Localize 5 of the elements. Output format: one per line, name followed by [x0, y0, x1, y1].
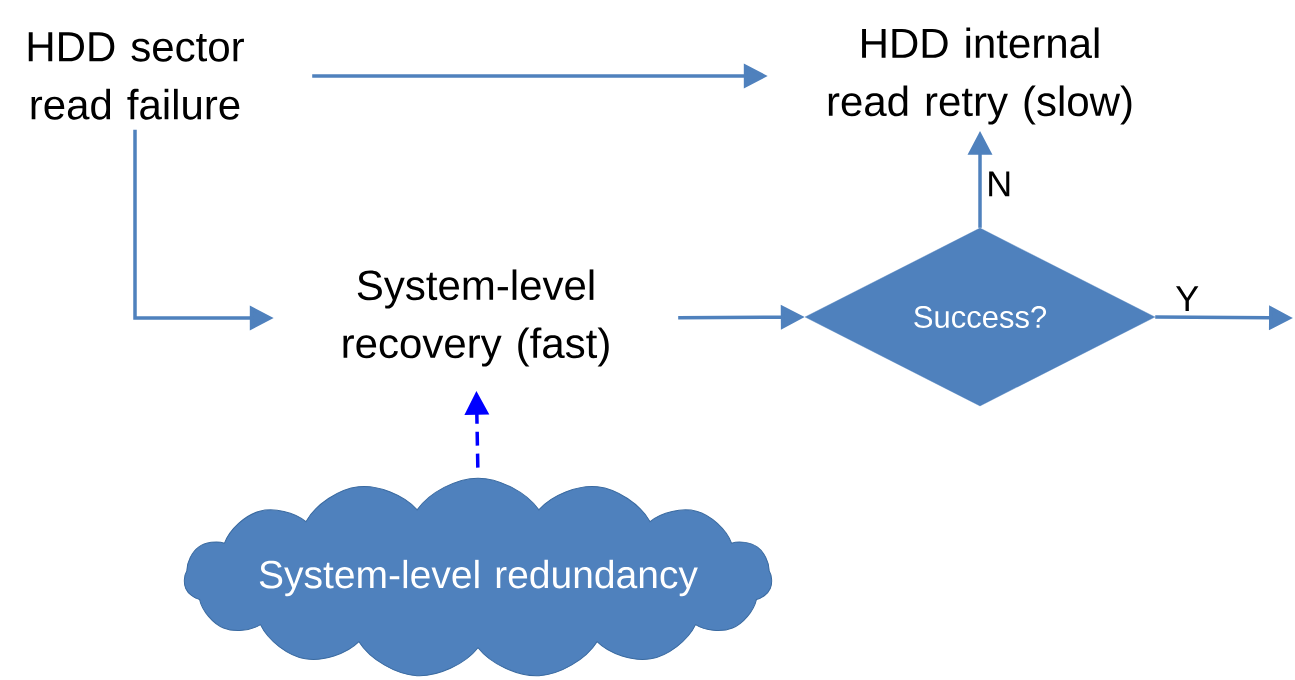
text-label: System-level recovery (fast) [343, 269, 609, 367]
text-label: HDD internal read retry (slow) [828, 27, 1132, 125]
edge-label: N [989, 171, 1010, 197]
edge-label: Y [1176, 286, 1199, 311]
text-label: HDD sector read failure [28, 32, 244, 120]
